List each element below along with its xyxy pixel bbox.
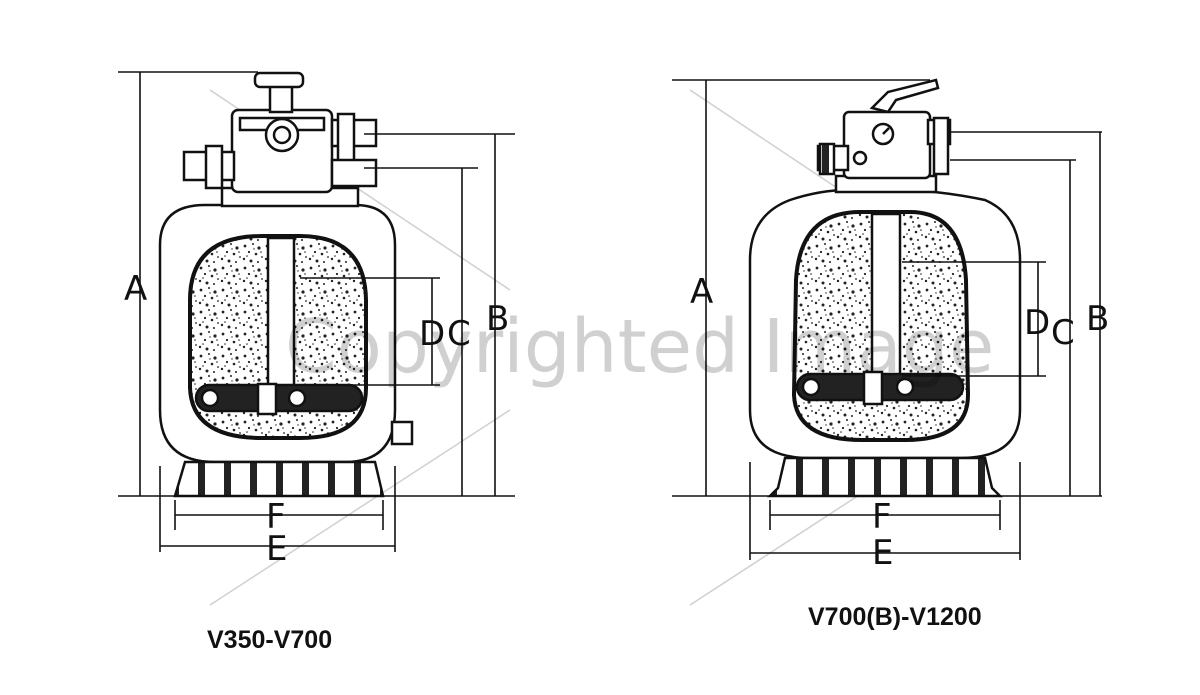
dim-labels-left: A B C D F E bbox=[124, 269, 509, 569]
dims-left bbox=[118, 71, 515, 552]
dim-label-c: C bbox=[1051, 313, 1075, 353]
dim-label-d: D bbox=[419, 314, 445, 354]
dim-label-e: E bbox=[266, 529, 287, 569]
dim-label-b: B bbox=[486, 299, 509, 339]
dim-labels-right: A B C D F E bbox=[690, 272, 1109, 573]
laterals bbox=[194, 383, 364, 413]
dims-right bbox=[672, 79, 1102, 560]
filter-right bbox=[748, 78, 1022, 498]
dim-label-e: E bbox=[872, 533, 893, 573]
valve-housing bbox=[842, 110, 932, 180]
model-label-left: V350-V700 bbox=[207, 626, 332, 654]
valve-handle bbox=[253, 71, 305, 89]
model-label-right: V700(B)-V1200 bbox=[808, 603, 982, 631]
dim-label-f: F bbox=[266, 497, 286, 537]
dim-label-a: A bbox=[690, 272, 713, 312]
dim-label-d: D bbox=[1024, 303, 1050, 343]
dim-label-b: B bbox=[1086, 299, 1109, 339]
dim-label-f: F bbox=[872, 497, 892, 537]
valve-handle bbox=[869, 78, 940, 114]
dim-label-a: A bbox=[124, 269, 147, 309]
filter-left bbox=[158, 71, 414, 498]
dim-label-c: C bbox=[447, 314, 471, 354]
drain-plug bbox=[390, 420, 414, 446]
watermark-text: Copyrighted Image bbox=[285, 304, 994, 390]
base-stand bbox=[766, 456, 1004, 498]
base-stand bbox=[173, 460, 385, 498]
